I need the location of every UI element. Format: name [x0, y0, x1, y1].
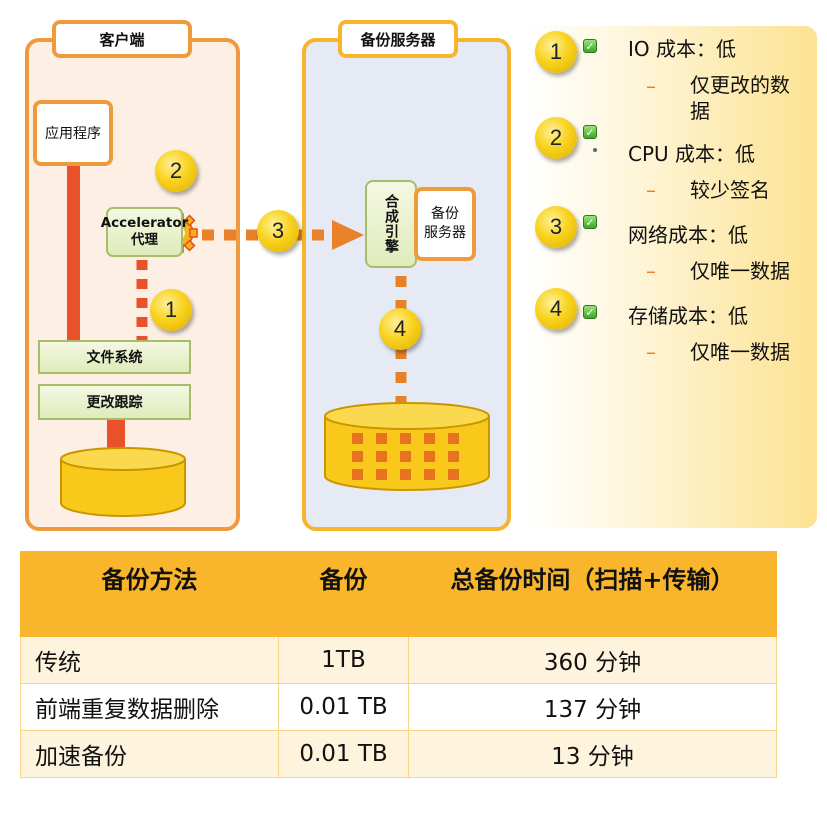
benefit-3-dash: –	[646, 259, 656, 283]
cell-backup: 0.01 TB	[278, 683, 409, 731]
table-row: 前端重复数据删除 0.01 TB 137 分钟	[20, 683, 777, 731]
benefit-2-detail: 较少签名	[690, 178, 770, 202]
step-1-circle: 1	[150, 289, 192, 331]
benefit-2-circle: 2	[535, 117, 577, 159]
check-icon: ✓	[583, 305, 597, 319]
backup-server-line2: 服务器	[424, 225, 466, 241]
filesystem-box: 文件系统	[38, 340, 191, 374]
check-icon: ✓	[583, 39, 597, 53]
cell-time: 13 分钟	[408, 730, 777, 778]
benefit-3-circle: 3	[535, 206, 577, 248]
check-icon: ✓	[583, 215, 597, 229]
benefit-2-dash: –	[646, 178, 656, 202]
benefit-1-detail: 仅更改的数据	[690, 73, 790, 123]
comparison-table: 备份方法 备份 总备份时间（扫描+传输） 传统 1TB 360 分钟 前端重复数…	[20, 551, 777, 778]
app-data-bar	[67, 166, 80, 342]
cell-time: 360 分钟	[408, 636, 777, 684]
benefit-1-title: IO 成本：低	[628, 37, 736, 61]
benefit-2-title: CPU 成本：低	[628, 142, 756, 166]
benefit-3-title: 网络成本：低	[628, 223, 748, 247]
cell-backup: 1TB	[278, 636, 409, 684]
cell-time: 137 分钟	[408, 683, 777, 731]
benefit-4-detail: 仅唯一数据	[690, 340, 790, 364]
client-disk-icon	[60, 447, 186, 517]
benefit-1-circle: 1	[535, 31, 577, 73]
check-icon: ✓	[583, 125, 597, 139]
step-4-circle: 4	[379, 308, 421, 350]
cell-method: 传统	[20, 636, 279, 684]
benefit-4-dash: –	[646, 340, 656, 364]
table-header-row: 备份方法 备份 总备份时间（扫描+传输）	[20, 551, 777, 637]
storage-disk-icon	[324, 402, 490, 491]
header-method: 备份方法	[20, 551, 279, 637]
accelerator-agent-box: Accelerator 代理	[101, 207, 188, 257]
table-row: 加速备份 0.01 TB 13 分钟	[20, 730, 777, 778]
bullet-dot	[593, 148, 597, 152]
header-backup: 备份	[278, 551, 409, 637]
backup-server-line1: 备份	[431, 206, 459, 222]
agent-label-line2: 代理	[131, 232, 158, 248]
client-title: 客户端	[52, 20, 192, 58]
step-3-circle: 3	[257, 210, 299, 252]
benefit-3-detail: 仅唯一数据	[690, 259, 790, 283]
benefit-4-title: 存储成本：低	[628, 304, 748, 328]
table-row: 传统 1TB 360 分钟	[20, 636, 777, 684]
step-2-circle: 2	[155, 150, 197, 192]
dedup-engine-box: 合成引擎	[365, 180, 417, 268]
cell-backup: 0.01 TB	[278, 730, 409, 778]
header-total-time: 总备份时间（扫描+传输）	[408, 551, 777, 637]
server-title: 备份服务器	[338, 20, 458, 58]
cell-method: 前端重复数据删除	[20, 683, 279, 731]
application-box: 应用程序	[33, 100, 113, 166]
change-tracking-box: 更改跟踪	[38, 384, 191, 420]
cell-method: 加速备份	[20, 730, 279, 778]
agent-fs-connector	[136, 260, 148, 343]
benefits-panel	[525, 26, 817, 528]
benefit-4-circle: 4	[535, 288, 577, 330]
agent-label-line1: Accelerator	[100, 215, 189, 231]
backup-server-box: 备份 服务器	[414, 187, 476, 261]
benefit-1-dash: –	[646, 74, 656, 98]
